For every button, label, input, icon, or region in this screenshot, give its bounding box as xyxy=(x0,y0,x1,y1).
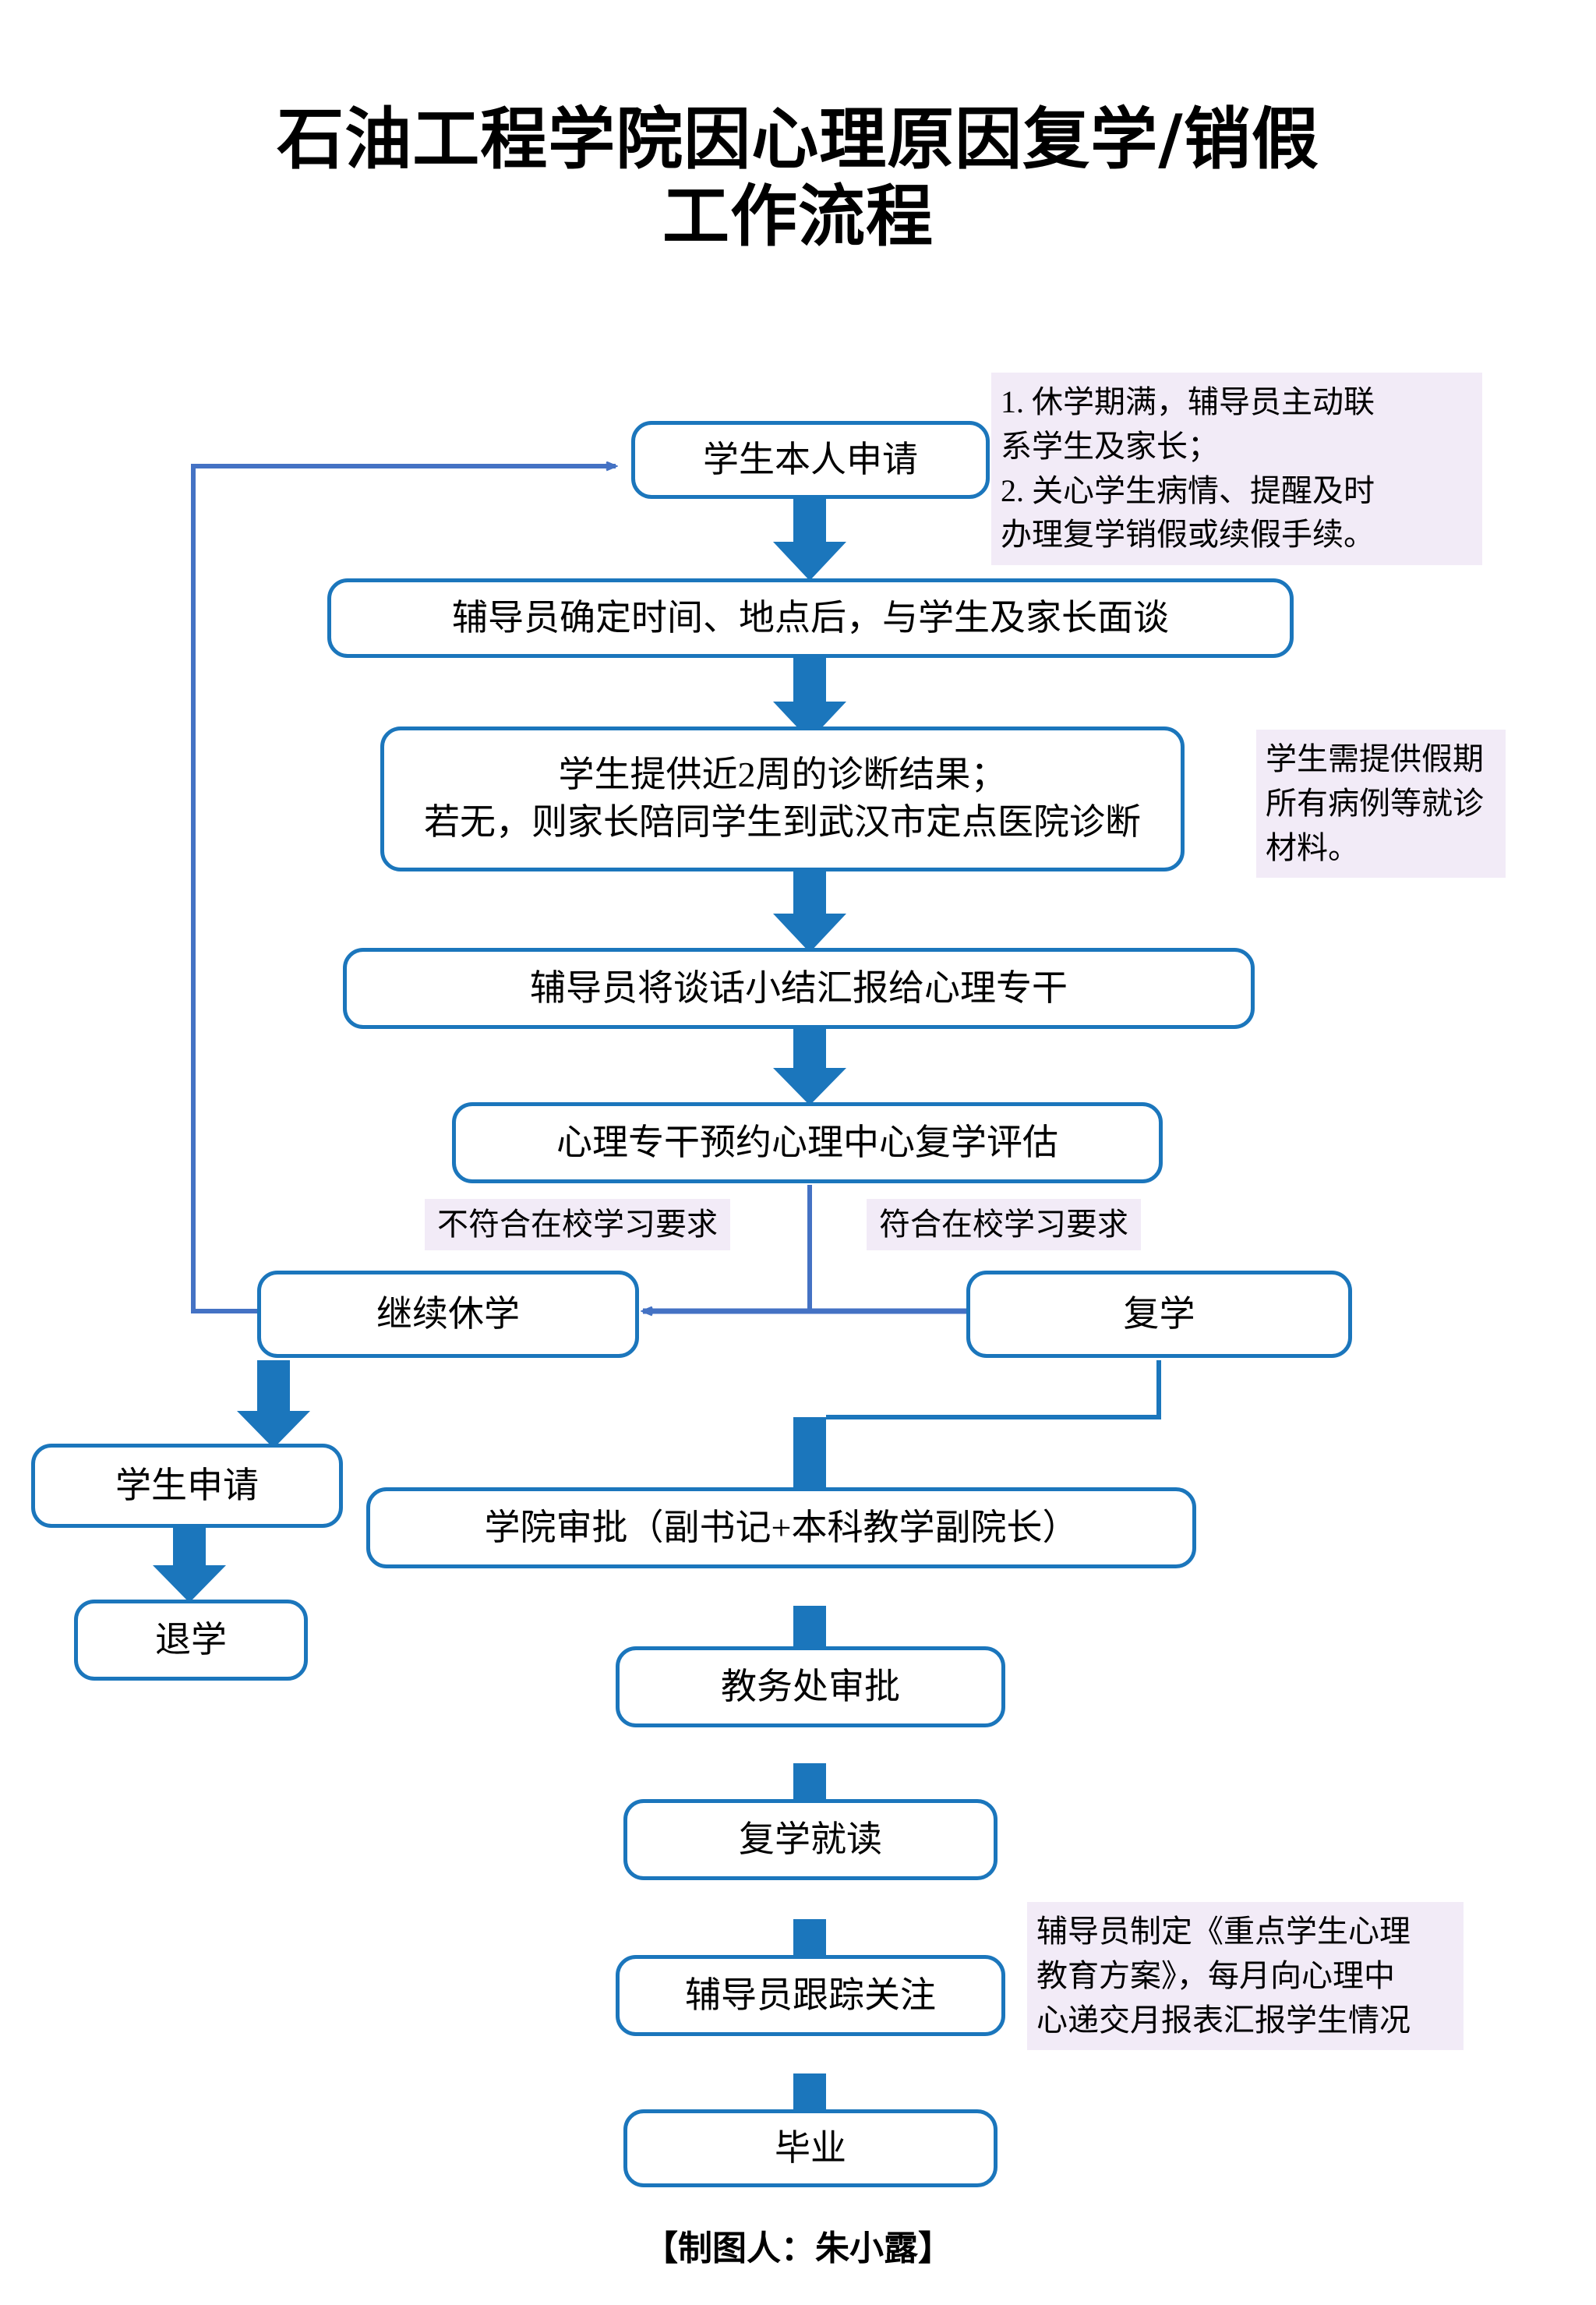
node-resume-study[interactable]: 复学就读 xyxy=(623,1799,998,1880)
node-graduation[interactable]: 毕业 xyxy=(623,2109,998,2187)
arrow-n3-n4 xyxy=(773,870,846,953)
arrow-n4-n5 xyxy=(773,1027,846,1105)
node-label: 辅导员将谈话小结汇报给心理专干 xyxy=(530,967,1068,1008)
node-psych-center-assessment[interactable]: 心理专干预约心理中心复学评估 xyxy=(452,1102,1163,1183)
node-label: 教务处审批 xyxy=(721,1666,900,1706)
title-line-2: 工作流程 xyxy=(662,177,934,256)
arrow-n8-n9 xyxy=(153,1528,226,1603)
title-line-1: 石油工程学院因心理原因复学/销假 xyxy=(277,101,1319,179)
node-continue-leave[interactable]: 继续休学 xyxy=(257,1271,639,1358)
node-label: 毕业 xyxy=(775,2127,846,2168)
arrow-n6-n8 xyxy=(237,1360,310,1448)
arrow-n1-n2 xyxy=(773,497,846,581)
node-label: 复学 xyxy=(1123,1293,1195,1334)
note-medical-materials: 学生需提供假期 所有病例等就诊 材料。 xyxy=(1256,730,1506,879)
node-label: 学生提供近2周的诊断结果； 若无，则家长陪同学生到武汉市定点医院诊断 xyxy=(424,755,1141,842)
node-academic-affairs-approval[interactable]: 教务处审批 xyxy=(616,1646,1005,1727)
node-label: 学院审批（副书记+本科教学副院长） xyxy=(484,1507,1079,1547)
note-counselor-contact: 1. 休学期满，辅导员主动联 系学生及家长； 2. 关心学生病情、提醒及时 办理… xyxy=(991,373,1482,566)
node-label: 辅导员确定时间、地点后，与学生及家长面谈 xyxy=(452,597,1169,638)
node-return-to-school[interactable]: 复学 xyxy=(966,1271,1352,1358)
node-withdraw[interactable]: 退学 xyxy=(74,1600,308,1681)
note-monthly-report: 辅导员制定《重点学生心理 教育方案》，每月向心理中 心递交月报表汇报学生情况 xyxy=(1027,1902,1464,2051)
node-counselor-follow-up[interactable]: 辅导员跟踪关注 xyxy=(616,1955,1005,2036)
node-counselor-interview[interactable]: 辅导员确定时间、地点后，与学生及家长面谈 xyxy=(327,578,1294,658)
node-report-to-psych-officer[interactable]: 辅导员将谈话小结汇报给心理专干 xyxy=(343,948,1255,1029)
node-student-application[interactable]: 学生本人申请 xyxy=(631,421,990,499)
footer-author: 【制图人：朱小露】 xyxy=(644,2229,952,2268)
node-college-approval[interactable]: 学院审批（副书记+本科教学副院长） xyxy=(366,1487,1196,1568)
node-label: 退学 xyxy=(155,1619,227,1660)
node-label: 学生本人申请 xyxy=(703,439,918,479)
node-label: 复学就读 xyxy=(739,1819,882,1859)
node-diagnosis-result[interactable]: 学生提供近2周的诊断结果； 若无，则家长陪同学生到武汉市定点医院诊断 xyxy=(380,726,1185,871)
branch-label-not-qualified: 不符合在校学习要求 xyxy=(425,1199,730,1250)
node-label: 心理专干预约心理中心复学评估 xyxy=(556,1122,1058,1162)
branch-label-qualified: 符合在校学习要求 xyxy=(867,1199,1141,1250)
node-label: 继续休学 xyxy=(376,1293,520,1334)
page-title: 石油工程学院因心理原因复学/销假 工作流程 xyxy=(0,101,1596,256)
node-label: 辅导员跟踪关注 xyxy=(685,1974,936,2015)
node-student-request-withdraw[interactable]: 学生申请 xyxy=(31,1444,343,1528)
node-label: 学生申请 xyxy=(115,1465,259,1505)
